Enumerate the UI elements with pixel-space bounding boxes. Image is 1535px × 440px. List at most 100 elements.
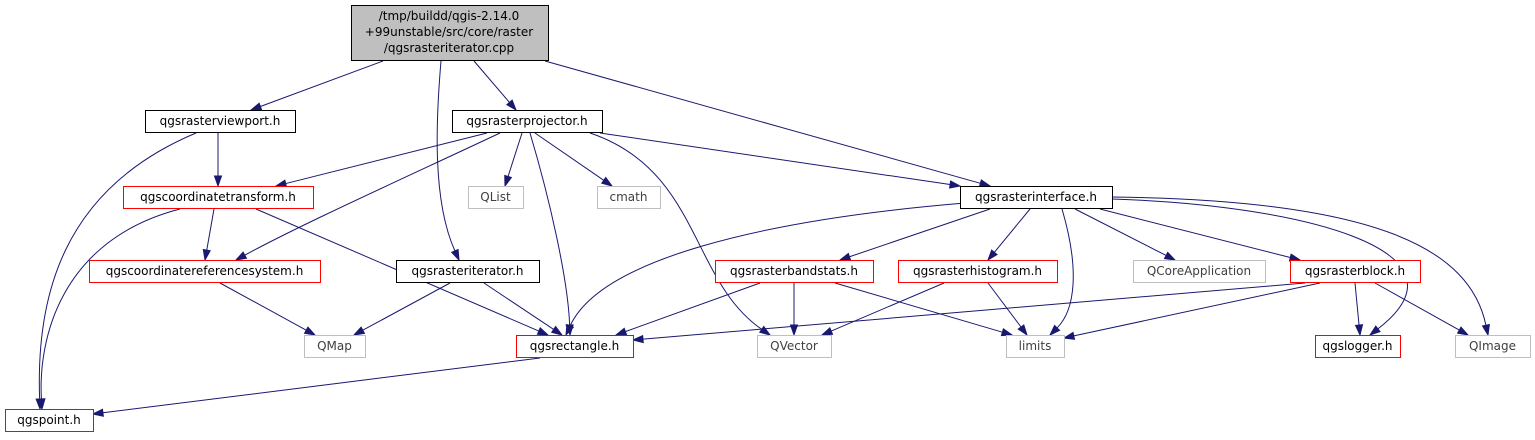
- arrowhead: [1368, 325, 1381, 336]
- edge-line: [1354, 282, 1360, 326]
- arrowhead: [948, 180, 962, 189]
- arrowhead: [450, 248, 460, 262]
- edge-projector-to-qlist: [504, 132, 523, 188]
- arrowhead: [838, 252, 852, 261]
- edge-line: [507, 132, 523, 177]
- arrowhead: [550, 325, 564, 336]
- node-rectangle-box: [516, 335, 634, 358]
- nodes-layer: /tmp/buildd/qgis-2.14.0 +99unstable/src/…: [5, 5, 1531, 432]
- edge-interface-to-block: [1099, 208, 1302, 262]
- edge-line: [436, 60, 456, 252]
- edge-line: [834, 282, 1003, 333]
- node-qlist-label: QList: [480, 190, 511, 204]
- root-label-line-1: /tmp/buildd/qgis-2.14.0: [379, 9, 520, 23]
- arrowhead: [631, 334, 644, 344]
- edge-interface-to-limits: [1048, 208, 1074, 337]
- edge-line: [38, 132, 197, 400]
- edge-projector-to-coordtrans: [274, 132, 488, 188]
- edge-line: [483, 282, 554, 330]
- edge-interface-to-bandstats: [838, 208, 991, 261]
- arrowhead: [820, 327, 834, 336]
- edge-line: [589, 132, 763, 330]
- node-root-file[interactable]: /tmp/buildd/qgis-2.14.0 +99unstable/src/…: [351, 5, 549, 61]
- node-point[interactable]: qgspoint.h: [5, 409, 94, 432]
- node-viewport[interactable]: qgsrasterviewport.h: [145, 110, 296, 133]
- arrowhead: [614, 327, 628, 336]
- arrowhead: [1163, 251, 1177, 261]
- edge-iterator-to-qmap: [352, 282, 451, 336]
- edge-histogram-to-limits: [987, 282, 1028, 337]
- edge-projector-to-cmath: [534, 132, 614, 187]
- arrowhead: [352, 326, 366, 336]
- node-qvector-label: QVector: [770, 339, 818, 353]
- node-bandstats[interactable]: qgsrasterbandstats.h: [715, 260, 874, 283]
- node-iterator-label: qgsrasteriterator.h: [411, 264, 523, 278]
- node-qcoreapp-label: QCoreApplication: [1147, 264, 1251, 278]
- node-viewport-box: [145, 110, 296, 133]
- edge-block-to-qimage: [1374, 282, 1470, 336]
- edge-line: [599, 132, 951, 186]
- node-histogram-box: [898, 260, 1058, 283]
- arrowhead: [1354, 324, 1364, 337]
- edge-line: [1374, 282, 1460, 331]
- arrowhead: [504, 174, 513, 188]
- arrowhead: [202, 248, 211, 262]
- node-projector[interactable]: qgsrasterprojector.h: [452, 110, 603, 133]
- node-logger-box: [1315, 335, 1401, 358]
- node-viewport-label: qgsrasterviewport.h: [160, 114, 281, 128]
- edge-line: [529, 132, 571, 326]
- node-block[interactable]: qgsrasterblock.h: [1290, 260, 1421, 283]
- edge-line: [362, 282, 451, 331]
- arrowhead: [1288, 253, 1302, 262]
- node-qcoreapp: QCoreApplication: [1133, 260, 1266, 283]
- node-iterator[interactable]: qgsrasteriterator.h: [396, 260, 540, 283]
- node-interface-box: [960, 186, 1113, 209]
- node-coordtrans-label: qgscoordinatetransform.h: [140, 190, 296, 204]
- node-qvector: QVector: [757, 335, 832, 358]
- arrowhead: [987, 249, 998, 262]
- node-qlist: QList: [468, 186, 524, 209]
- arrowhead: [249, 102, 263, 111]
- edge-line: [1073, 282, 1321, 337]
- edge-projector-to-interface: [599, 132, 962, 189]
- edge-crs-to-qmap: [219, 282, 317, 336]
- node-crs[interactable]: qgscoordinatereferencesystem.h: [89, 260, 321, 283]
- edge-line: [1099, 208, 1291, 259]
- node-coordtrans[interactable]: qgscoordinatetransform.h: [123, 186, 314, 209]
- node-histogram[interactable]: qgsrasterhistogram.h: [898, 260, 1058, 283]
- edge-line: [849, 208, 991, 258]
- edge-line: [244, 132, 501, 256]
- node-block-label: qgsrasterblock.h: [1305, 264, 1405, 278]
- edge-line: [102, 357, 541, 414]
- edge-bandstats-to-limits: [834, 282, 1014, 337]
- arrowhead: [978, 179, 992, 188]
- node-bandstats-box: [715, 260, 874, 283]
- edge-block-to-logger: [1354, 282, 1364, 337]
- node-qmap: QMap: [304, 335, 366, 358]
- edge-line: [642, 282, 1306, 340]
- edge-line: [1056, 208, 1074, 329]
- arrowhead: [565, 323, 575, 337]
- edge-coordtrans-to-crs: [202, 208, 215, 262]
- edge-root-to-viewport: [249, 60, 384, 111]
- node-logger[interactable]: qgslogger.h: [1315, 335, 1401, 358]
- arrowhead: [536, 326, 550, 336]
- node-point-box: [5, 409, 94, 432]
- edge-line: [993, 208, 1031, 253]
- node-interface[interactable]: qgsrasterinterface.h: [960, 186, 1113, 209]
- arrowhead: [234, 251, 248, 261]
- node-rectangle[interactable]: qgsrectangle.h: [516, 335, 634, 358]
- arrowhead: [303, 326, 317, 336]
- node-limits-label: limits: [1019, 339, 1052, 353]
- edge-interface-to-rectangle: [565, 202, 966, 337]
- edge-coordtrans-to-point: [37, 208, 181, 411]
- arrowhead: [37, 398, 46, 411]
- node-qimage-label: QImage: [1469, 339, 1516, 353]
- node-qlist-box: [468, 186, 524, 209]
- node-interface-label: qgsrasterinterface.h: [975, 190, 1097, 204]
- node-histogram-label: qgsrasterhistogram.h: [913, 264, 1042, 278]
- node-bandstats-label: qgsrasterbandstats.h: [730, 264, 858, 278]
- edge-line: [987, 282, 1022, 328]
- root-label-line-3: /qgsrasteriterator.cpp: [384, 41, 514, 55]
- edge-viewport-to-coordtrans: [213, 133, 223, 188]
